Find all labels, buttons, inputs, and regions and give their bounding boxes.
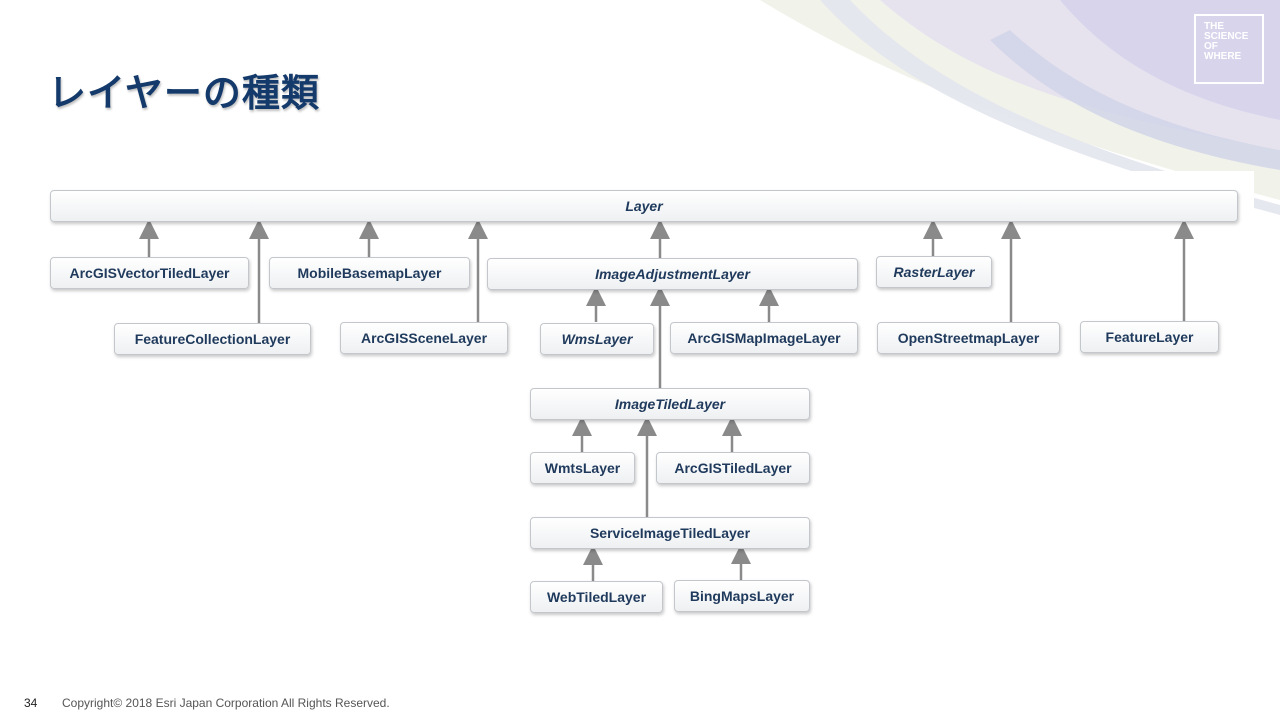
- node-raster-layer: RasterLayer: [876, 256, 992, 288]
- science-of-where-logo: THE SCIENCE OF WHERE: [1194, 14, 1264, 84]
- node-layer: Layer: [50, 190, 1238, 222]
- copyright-text: Copyright© 2018 Esri Japan Corporation A…: [62, 696, 390, 710]
- node-wms-layer: WmsLayer: [540, 323, 654, 355]
- page-number: 34: [24, 696, 38, 710]
- node-mobile-basemap-layer: MobileBasemapLayer: [269, 257, 470, 289]
- node-wmts-layer: WmtsLayer: [530, 452, 635, 484]
- node-image-tiled-layer: ImageTiledLayer: [530, 388, 810, 420]
- node-feature-collection-layer: FeatureCollectionLayer: [114, 323, 311, 355]
- logo-text: THE SCIENCE OF WHERE: [1204, 21, 1249, 62]
- node-arcgis-tiled-layer: ArcGISTiledLayer: [656, 452, 810, 484]
- node-web-tiled-layer: WebTiledLayer: [530, 581, 663, 613]
- node-arcgis-vector-tiled-layer: ArcGISVectorTiledLayer: [50, 257, 249, 289]
- node-arcgis-map-image-layer: ArcGISMapImageLayer: [670, 322, 858, 354]
- node-bing-maps-layer: BingMapsLayer: [674, 580, 810, 612]
- node-arcgis-scene-layer: ArcGISSceneLayer: [340, 322, 508, 354]
- slide-title: レイヤーの種類: [48, 71, 320, 115]
- node-service-image-tiled-layer: ServiceImageTiledLayer: [530, 517, 810, 549]
- node-open-streetmap-layer: OpenStreetmapLayer: [877, 322, 1060, 354]
- node-image-adjustment-layer: ImageAdjustmentLayer: [487, 258, 858, 290]
- node-feature-layer: FeatureLayer: [1080, 321, 1219, 353]
